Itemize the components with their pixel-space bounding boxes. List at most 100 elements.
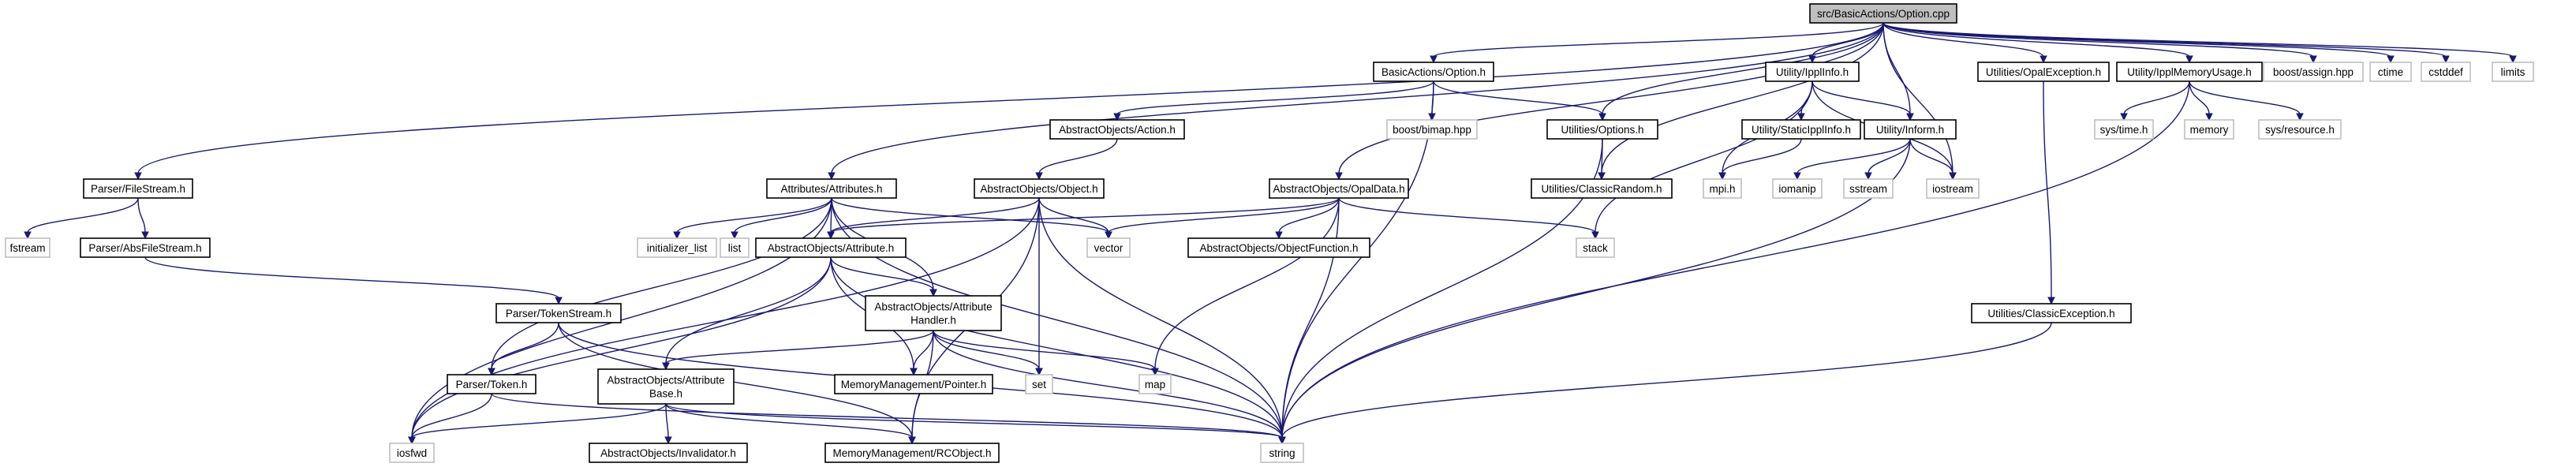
arrowhead-opaldata-h-to-vector xyxy=(1105,231,1112,240)
arrowhead-inform-h-to-iomanip xyxy=(1793,172,1801,181)
node-static-ippl[interactable]: Utility/StaticIpplInfo.h xyxy=(1741,119,1861,140)
node-classic-random[interactable]: Utilities/ClassicRandom.h xyxy=(1531,178,1673,199)
node-filestream[interactable]: Parser/FileStream.h xyxy=(83,178,193,199)
node-box-absfilestream[interactable] xyxy=(80,237,211,258)
node-pointer-h[interactable]: MemoryManagement/Pointer.h xyxy=(834,374,993,394)
node-opaldata-h[interactable]: AbstractObjects/OpalData.h xyxy=(1269,178,1409,199)
edge-attributes-h-to-token-h xyxy=(491,197,832,370)
node-ippl-mem[interactable]: Utility/IpplMemoryUsage.h xyxy=(2116,62,2263,82)
node-box-root[interactable] xyxy=(1809,3,1957,24)
edge-option-h-to-string xyxy=(1281,80,1434,439)
arrowhead-attr-base-to-string xyxy=(1278,436,1286,445)
node-label: mpi.h xyxy=(1709,183,1735,195)
node-label: fstream xyxy=(9,242,45,254)
node-box-attributes-h[interactable] xyxy=(766,178,897,199)
node-inform-h[interactable]: Utility/Inform.h xyxy=(1864,119,1957,140)
node-sys-time: sys/time.h xyxy=(2094,119,2154,140)
node-attribute-h[interactable]: AbstractObjects/Attribute.h xyxy=(755,237,907,258)
arrowhead-filestream-to-fstream xyxy=(24,231,32,240)
edge-root-to-opaldata-h xyxy=(1338,22,1884,174)
node-label: stack xyxy=(1583,242,1608,254)
node-option-h[interactable]: BasicActions/Option.h xyxy=(1373,62,1494,82)
node-label: AbstractObjects/ObjectFunction.h xyxy=(1199,242,1358,254)
node-absfilestream[interactable]: Parser/AbsFileStream.h xyxy=(80,237,211,258)
node-layer: src/BasicActions/Option.cppBasicActions/… xyxy=(5,3,2534,463)
node-tokenstream[interactable]: Parser/TokenStream.h xyxy=(495,303,622,323)
edge-option-h-to-options-h xyxy=(1433,80,1603,115)
edge-attributes-h-to-list xyxy=(734,197,832,234)
node-box-attr-handler[interactable] xyxy=(865,295,1002,331)
node-box-list xyxy=(720,237,750,258)
node-token-h[interactable]: Parser/Token.h xyxy=(447,374,537,394)
node-box-string xyxy=(1260,443,1304,463)
node-box-invalidator[interactable] xyxy=(589,443,748,463)
node-iomanip: iomanip xyxy=(1772,178,1823,199)
node-box-pointer-h[interactable] xyxy=(834,374,993,394)
node-box-classic-exc[interactable] xyxy=(1971,303,2132,323)
node-box-set xyxy=(1025,374,1053,394)
node-box-ippl-info[interactable] xyxy=(1765,62,1860,82)
arrowhead-attr-handler-to-attr-base xyxy=(662,362,670,371)
node-label: ctime xyxy=(2378,66,2403,78)
node-box-objfunc-h[interactable] xyxy=(1187,237,1370,258)
edge-opaldata-h-to-objfunc-h xyxy=(1278,197,1340,234)
edge-object-h-to-string xyxy=(1038,197,1283,439)
node-objfunc-h[interactable]: AbstractObjects/ObjectFunction.h xyxy=(1187,237,1370,258)
arrowhead-attr-base-to-invalidator xyxy=(664,436,672,445)
node-object-h[interactable]: AbstractObjects/Object.h xyxy=(974,178,1105,199)
edge-attr-base-to-invalidator xyxy=(665,403,669,439)
node-box-inform-h[interactable] xyxy=(1864,119,1957,140)
node-label: set xyxy=(1032,379,1046,390)
node-label: AbstractObjects/OpalData.h xyxy=(1273,183,1404,195)
node-label: memory xyxy=(2190,124,2229,136)
node-box-opaldata-h[interactable] xyxy=(1269,178,1409,199)
node-box-tokenstream[interactable] xyxy=(495,303,622,323)
node-mpi-h: mpi.h xyxy=(1703,178,1742,199)
node-box-mpi-h xyxy=(1703,178,1742,199)
node-box-opal-exc[interactable] xyxy=(1977,62,2110,82)
arrowhead-inform-h-to-iostream xyxy=(1949,172,1957,181)
node-string: string xyxy=(1260,443,1304,463)
node-fstream: fstream xyxy=(5,237,50,258)
node-ippl-info[interactable]: Utility/IpplInfo.h xyxy=(1765,62,1860,82)
node-vector: vector xyxy=(1086,237,1131,258)
node-box-options-h[interactable] xyxy=(1546,119,1658,140)
arrowhead-attr-base-to-iosfwd xyxy=(408,436,416,445)
node-label: Utilities/ClassicException.h xyxy=(1987,308,2114,319)
node-root[interactable]: src/BasicActions/Option.cpp xyxy=(1809,3,1957,24)
node-box-ippl-mem[interactable] xyxy=(2116,62,2263,82)
node-opal-exc[interactable]: Utilities/OpalException.h xyxy=(1977,62,2110,82)
node-label: cstddef xyxy=(2428,66,2463,78)
edge-root-to-option-h xyxy=(1433,22,1884,58)
node-box-action-h[interactable] xyxy=(1049,119,1185,140)
node-box-map xyxy=(1138,374,1172,394)
node-box-token-h[interactable] xyxy=(447,374,537,394)
edge-root-to-limits xyxy=(1882,22,2514,58)
node-attributes-h[interactable]: Attributes/Attributes.h xyxy=(766,178,897,199)
node-box-sys-resource xyxy=(2258,119,2342,140)
node-box-attribute-h[interactable] xyxy=(755,237,907,258)
node-box-attr-base[interactable] xyxy=(597,368,735,405)
node-boost-bimap: boost/bimap.hpp xyxy=(1386,119,1478,140)
node-box-filestream[interactable] xyxy=(83,178,193,199)
edge-attributes-h-to-vector xyxy=(831,197,1109,234)
node-rcobject[interactable]: MemoryManagement/RCObject.h xyxy=(824,443,1000,463)
node-options-h[interactable]: Utilities/Options.h xyxy=(1546,119,1658,140)
arrowhead-ippl-mem-to-sys-resource xyxy=(2296,113,2304,121)
node-invalidator[interactable]: AbstractObjects/Invalidator.h xyxy=(589,443,748,463)
node-action-h[interactable]: AbstractObjects/Action.h xyxy=(1049,119,1185,140)
edge-inform-h-to-iomanip xyxy=(1796,138,1911,174)
node-box-option-h[interactable] xyxy=(1373,62,1494,82)
node-label: Parser/TokenStream.h xyxy=(506,308,611,319)
node-box-rcobject[interactable] xyxy=(824,443,1000,463)
node-label: Parser/Token.h xyxy=(456,379,528,390)
node-classic-exc[interactable]: Utilities/ClassicException.h xyxy=(1971,303,2132,323)
node-box-static-ippl[interactable] xyxy=(1741,119,1861,140)
edge-ippl-mem-to-string xyxy=(1281,80,2190,439)
node-label: AbstractObjects/Attribute.h xyxy=(768,242,895,254)
node-label: Utilities/OpalException.h xyxy=(1986,66,2101,78)
node-box-object-h[interactable] xyxy=(974,178,1105,199)
node-box-classic-random[interactable] xyxy=(1531,178,1673,199)
